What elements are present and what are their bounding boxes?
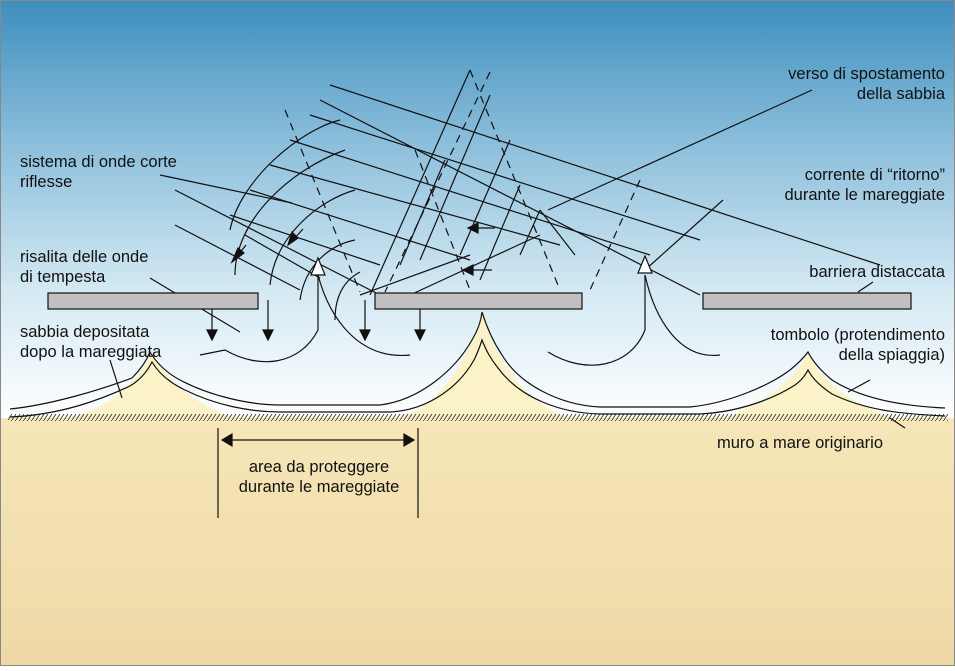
shoreline-inner — [9, 311, 946, 410]
land-area — [0, 418, 955, 666]
shoreline-outer — [9, 338, 946, 418]
tombolo-left — [60, 352, 245, 420]
label-risalita-line1: risalita delle onde — [20, 248, 149, 266]
label-sistema-onde: sistema di onde corte riflesse — [20, 152, 177, 192]
label-verso-line2: della sabbia — [856, 85, 945, 103]
tombolo-center — [395, 312, 575, 420]
barrier-left — [47, 292, 259, 310]
label-corrente-ritorno: corrente di “ritorno” durante le mareggi… — [700, 165, 945, 205]
label-verso-line1: verso di spostamento — [788, 65, 945, 83]
label-sabbia-depositata: sabbia depositata dopo la mareggiata — [20, 322, 161, 362]
arrows — [206, 222, 495, 448]
label-corrente-line1: corrente di “ritorno” — [804, 166, 945, 184]
label-risalita-onde: risalita delle onde di tempesta — [20, 247, 148, 287]
label-sistema-line2: riflesse — [20, 173, 73, 191]
barrier-right — [702, 292, 912, 310]
label-muro-mare: muro a mare originario — [640, 433, 883, 453]
label-area-proteggere: area da proteggere durante le mareggiate — [205, 457, 433, 497]
label-area-line1: area da proteggere — [248, 458, 390, 476]
seawall — [8, 414, 948, 421]
label-sistema-line1: sistema di onde corte — [20, 153, 177, 171]
protected-area-markers — [217, 428, 419, 518]
label-sabbia-line2: dopo la mareggiata — [20, 343, 162, 361]
return-current-arrows — [310, 254, 653, 276]
label-tombolo-line2: della spiaggia) — [838, 346, 945, 364]
label-tombolo: tombolo (protendimento della spiaggia) — [680, 325, 945, 365]
label-risalita-line2: di tempesta — [20, 268, 106, 286]
label-barriera-text: barriera distaccata — [809, 263, 945, 281]
label-sabbia-line1: sabbia depositata — [20, 323, 150, 341]
leader-lines — [109, 89, 906, 429]
label-muro-text: muro a mare originario — [717, 434, 883, 452]
label-tombolo-line1: tombolo (protendimento — [770, 326, 945, 344]
label-corrente-line2: durante le mareggiate — [784, 186, 945, 204]
circulation-cells — [199, 274, 721, 366]
label-barriera: barriera distaccata — [700, 262, 945, 282]
label-area-line2: durante le mareggiate — [238, 478, 400, 496]
label-verso-spostamento: verso di spostamento della sabbia — [700, 64, 945, 104]
refracted-fronts — [229, 119, 361, 321]
barrier-center — [374, 292, 583, 310]
